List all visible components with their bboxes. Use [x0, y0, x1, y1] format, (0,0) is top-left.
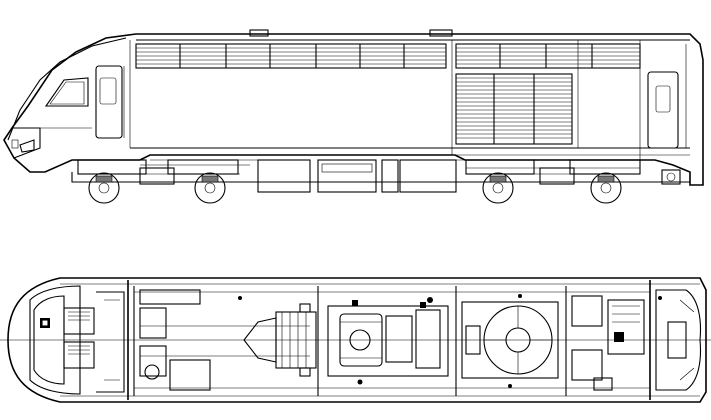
nose-cone [7, 37, 127, 141]
alternator [243, 303, 317, 377]
rear-cab [571, 289, 702, 391]
power-unit [327, 297, 449, 385]
wheel [194, 172, 226, 204]
cab-door[interactable] [95, 65, 123, 139]
bogie-front [77, 159, 240, 204]
radiator-grille [455, 73, 573, 145]
plan-layout-view [0, 277, 711, 403]
side-elevation-view [3, 29, 704, 204]
wheel [590, 172, 622, 204]
cab-windscreen [44, 77, 89, 107]
plan-outline [7, 277, 707, 403]
upper-louvres [135, 29, 641, 69]
front-cab [29, 285, 125, 395]
auxiliary-compartment [139, 289, 310, 391]
body-outline [3, 33, 704, 186]
radiator-fan [461, 301, 559, 379]
bogie-rear [465, 159, 641, 204]
rear-cab-door[interactable] [647, 71, 679, 149]
wheel [482, 172, 514, 204]
wheel [88, 172, 120, 204]
